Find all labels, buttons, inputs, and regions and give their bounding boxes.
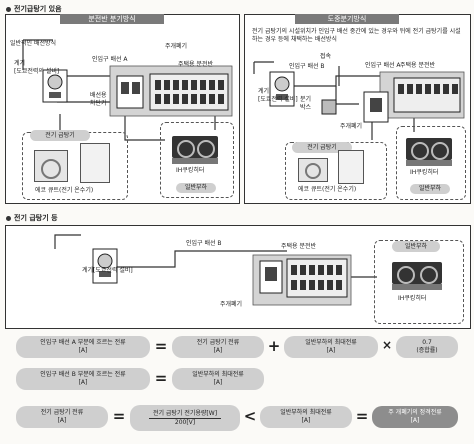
right-incoming-a: 인입구 배선 A: [365, 62, 401, 69]
bullet-icon: [6, 215, 11, 221]
right-ih-label: IH쿠킹히터: [410, 169, 439, 176]
left-general-method: 일반적인 배선방식: [10, 40, 57, 47]
right-banner: 도중분기방식: [295, 14, 399, 24]
fraction-numerator: 전기 급탕기 전기용량[W]: [148, 410, 222, 419]
formula3-less-than: <: [243, 407, 257, 425]
formula3-term-c: 일반부하의 최대전류[A]: [260, 406, 352, 428]
s2-main-switch: 주개폐기: [220, 301, 243, 308]
formula1-term-c: 일반부하의 최대전류[A]: [284, 336, 378, 358]
left-main-switch: 주개폐기: [165, 43, 188, 50]
formula1-term-b: 전기 급탕기 전류[A]: [172, 336, 264, 358]
right-general-load-group: [396, 126, 466, 200]
formula1-times: ×: [381, 338, 393, 352]
right-water-tank-icon: [338, 150, 364, 184]
s2-ih-heater-icon: [392, 262, 442, 284]
water-tank-icon: [80, 143, 110, 183]
fraction-denominator: 200[V]: [174, 418, 196, 426]
formula3-term-a: 전기 급탕기 전류[A]: [16, 406, 108, 428]
left-banner: 분전반 분기방식: [60, 14, 164, 24]
right-description: 전기 급탕기의 시설위치가 인입구 배선 중간에 있는 경우와 뒤에 전기 급탕…: [252, 28, 461, 43]
right-eco-cute-unit-icon: [298, 158, 328, 182]
right-incoming-b: 인입구 배선 B: [289, 63, 325, 70]
section1-title: 전기급탕기 있음: [14, 5, 62, 13]
left-eco-cute-label: 에코 큐트(전기 온수기): [35, 187, 94, 194]
eco-cute-unit-icon: [34, 150, 68, 182]
right-ih-heater-icon: [406, 138, 452, 160]
formula2-term-b: 일반부하의 최대전류[A]: [172, 368, 264, 390]
formula2-term-a: 인입구 배선 B 부분에 흐르는 전류[A]: [16, 368, 150, 390]
s2-meter-label: 계기[도쿄전력 설비]: [82, 267, 133, 274]
section2-wiring: [54, 234, 377, 306]
left-general-load-group: [160, 122, 234, 198]
branch-box: [321, 99, 337, 115]
s2-general-load-group: [374, 240, 464, 324]
formula1-equals: =: [154, 337, 168, 355]
bullet-icon: [6, 6, 11, 12]
s2-ih-label: IH쿠킹히터: [398, 295, 427, 302]
right-eco-cute-label: 에코 큐트(전기 온수기): [298, 186, 357, 193]
right-wiring: [253, 61, 465, 140]
s2-incoming-b: 인입구 배선 B: [186, 240, 222, 247]
s2-general-load-label: 일반부하: [392, 241, 440, 252]
right-branch-box-label: 분기 박스: [300, 96, 312, 111]
left-meter-label: 계기 [도쿄전력의 설비]: [14, 60, 60, 75]
formula1-plus: +: [267, 337, 281, 355]
left-heater-label: 전기 급탕기: [30, 130, 90, 141]
left-wiring: [22, 39, 233, 141]
formula3-equals2: =: [355, 407, 369, 425]
left-general-load-label: 일반부하: [176, 183, 216, 193]
formula1-term-d: 0.7(증합률): [396, 336, 458, 358]
ih-heater-icon: [172, 136, 218, 158]
left-incoming-a: 인입구 배선 A: [92, 56, 128, 63]
formula3-term-d: 주 개폐기의 정격전류[A]: [372, 406, 458, 428]
right-meter-label: 계기 [도쿄전력 설비]: [258, 88, 298, 103]
left-breaker: 배선용 차단기: [90, 92, 107, 107]
s2-house-panel: 주택용 분전반: [281, 243, 317, 250]
right-heater-label: 전기 급탕기: [292, 142, 352, 153]
section2-header: 전기 급탕기 등: [6, 213, 58, 223]
right-main-switch-box: [363, 91, 389, 123]
left-ih-label: IH쿠킹히터: [176, 167, 205, 174]
right-main-switch: 주개폐기: [340, 123, 363, 130]
breaker-rack: [149, 73, 229, 111]
left-house-panel: 주택용 분전반: [178, 61, 214, 68]
section1-header: 전기급탕기 있음: [6, 4, 62, 14]
formula2-equals: =: [154, 369, 168, 387]
right-house-panel: 주택용 분전반: [400, 62, 436, 69]
formula3-equals: =: [112, 407, 126, 425]
right-general-load-label: 일반부하: [410, 184, 450, 194]
formula1-term-a: 인입구 배선 A 부분에 흐르는 전류[A]: [16, 336, 150, 358]
section2-title: 전기 급탕기 등: [14, 214, 58, 222]
right-junction: 접속: [320, 53, 332, 60]
formula3-fraction: 전기 급탕기 전기용량[W] 200[V]: [130, 405, 240, 431]
